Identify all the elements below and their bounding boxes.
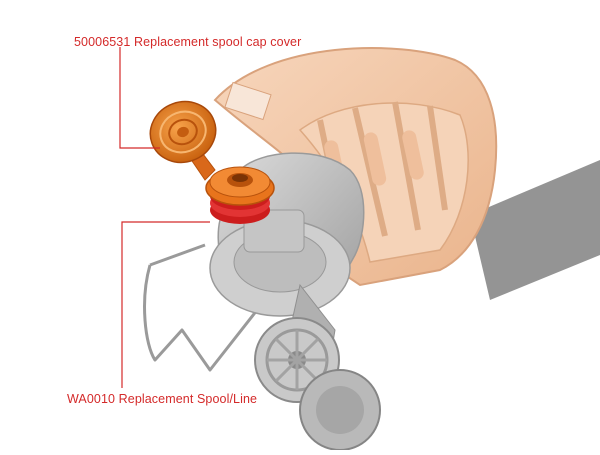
callout-line-spool xyxy=(121,221,210,388)
callout-label-spool-line: WA0010 Replacement Spool/Line xyxy=(67,392,258,406)
replacement-spool xyxy=(205,166,275,224)
callout-line-cap xyxy=(119,47,160,149)
trimmer-shaft xyxy=(470,160,600,300)
spool-cap-cover xyxy=(149,100,217,181)
wheel-rear xyxy=(299,369,381,451)
callout-label-spool-cap-cover: 50006531 Replacement spool cap cover xyxy=(74,35,302,49)
guard xyxy=(213,47,498,287)
edge-guide-wire xyxy=(143,243,267,372)
